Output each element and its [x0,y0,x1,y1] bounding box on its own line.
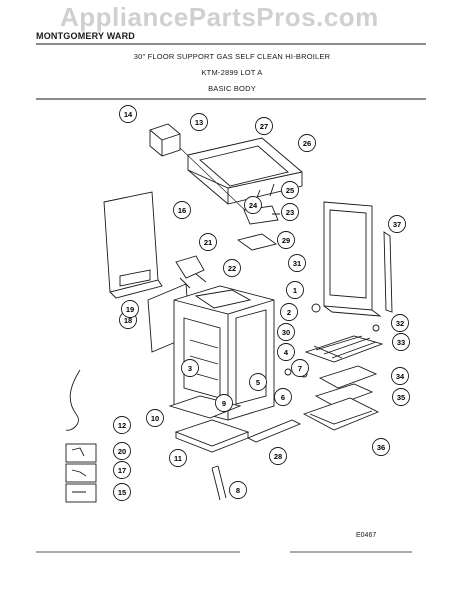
callout-label: 15 [118,488,126,497]
callout-label: 10 [151,414,159,423]
callout-32: 32 [391,314,409,332]
hinge-part [211,465,227,501]
callout-label: 37 [393,220,401,229]
callout-label: 24 [249,201,258,210]
callout-16: 16 [173,201,191,219]
cooktop-part [187,137,303,205]
vent-part [175,255,207,289]
bottom-panel-part [168,395,250,453]
diagram-code: E0467 [356,532,377,539]
small-parts-group [65,443,97,503]
trim-strip-part [383,231,393,313]
callout-label: 28 [274,452,282,461]
callout-9: 9 [215,394,233,412]
callout-label: 32 [396,319,404,328]
callout-label: 20 [118,447,126,456]
callout-label: 11 [174,454,182,463]
callout-label: 27 [260,122,268,131]
callout-15: 15 [113,483,131,501]
callout-33: 33 [392,333,410,351]
power-cord-part [65,369,81,431]
callout-label: 12 [118,421,126,430]
callout-label: 31 [293,259,301,268]
callout-24: 24 [244,196,262,214]
callout-label: 18 [124,316,132,325]
callout-label: 17 [118,466,126,475]
small-part [284,368,292,376]
callout-13: 13 [190,113,208,131]
callout-19: 19 [121,300,139,318]
callout-label: 8 [236,486,240,495]
callout-label: 23 [286,208,294,217]
callout-label: 4 [284,348,289,357]
callout-37: 37 [388,215,406,233]
callout-5: 5 [249,373,267,391]
callout-26: 26 [298,134,316,152]
callout-1: 1 [286,281,304,299]
callout-label: 30 [282,328,290,337]
callout-31: 31 [288,254,306,272]
callout-label: 34 [396,372,405,381]
callout-label: 7 [298,364,302,373]
callout-4: 4 [277,343,295,361]
callout-6: 6 [274,388,292,406]
section-name: BASIC BODY [208,84,256,93]
callout-label: 1 [293,286,297,295]
callout-label: 13 [195,118,203,127]
callout-21: 21 [199,233,217,251]
callout-label: 6 [281,393,285,402]
callout-label: 5 [256,378,260,387]
callout-label: 9 [222,399,226,408]
callout-23: 23 [281,203,299,221]
callout-label: 36 [377,443,385,452]
oven-rack-part [304,335,384,363]
callout-36: 36 [372,438,390,456]
callout-35: 35 [392,388,410,406]
watermark: AppliancePartsPros.com [60,2,379,32]
callout-29: 29 [277,231,295,249]
bracket-part [149,123,181,157]
callout-30: 30 [277,323,295,341]
callout-label: 25 [286,186,294,195]
callout-22: 22 [223,259,241,277]
callout-10: 10 [146,409,164,427]
callout-25: 25 [281,181,299,199]
callout-14: 14 [119,105,137,123]
callout-12: 12 [113,416,131,434]
callout-3: 3 [181,359,199,377]
diagram-title: 30" FLOOR SUPPORT GAS SELF CLEAN HI-BROI… [133,52,331,61]
screw-part [372,324,380,332]
callout-label: 29 [282,236,290,245]
brand-name: MONTGOMERY WARD [36,31,135,41]
callout-label: 21 [204,238,212,247]
callout-label: 26 [303,139,311,148]
broiler-pan-part [302,365,380,431]
callout-17: 17 [113,461,131,479]
callout-11: 11 [169,449,187,467]
callout-28: 28 [269,447,287,465]
side-panel-part [103,191,163,299]
callout-label: 22 [228,264,236,273]
callout-27: 27 [255,117,273,135]
callout-label: 16 [178,206,186,215]
callout-34: 34 [391,367,409,385]
callout-20: 20 [113,442,131,460]
drawer-rail-part [246,419,302,443]
callout-label: 14 [124,110,133,119]
callout-label: 19 [126,305,134,314]
part-number-callouts: 1234567891011121314151617181920212223242… [113,105,410,501]
callout-label: 33 [397,338,405,347]
model-number: KTM-2899 LOT A [201,68,263,77]
burner-knob-part [311,303,321,313]
callout-8: 8 [229,481,247,499]
callout-label: 35 [397,393,405,402]
callout-7: 7 [291,359,309,377]
door-frame-part [323,201,382,317]
callout-label: 3 [188,364,192,373]
callout-label: 2 [287,308,291,317]
callout-2: 2 [280,303,298,321]
